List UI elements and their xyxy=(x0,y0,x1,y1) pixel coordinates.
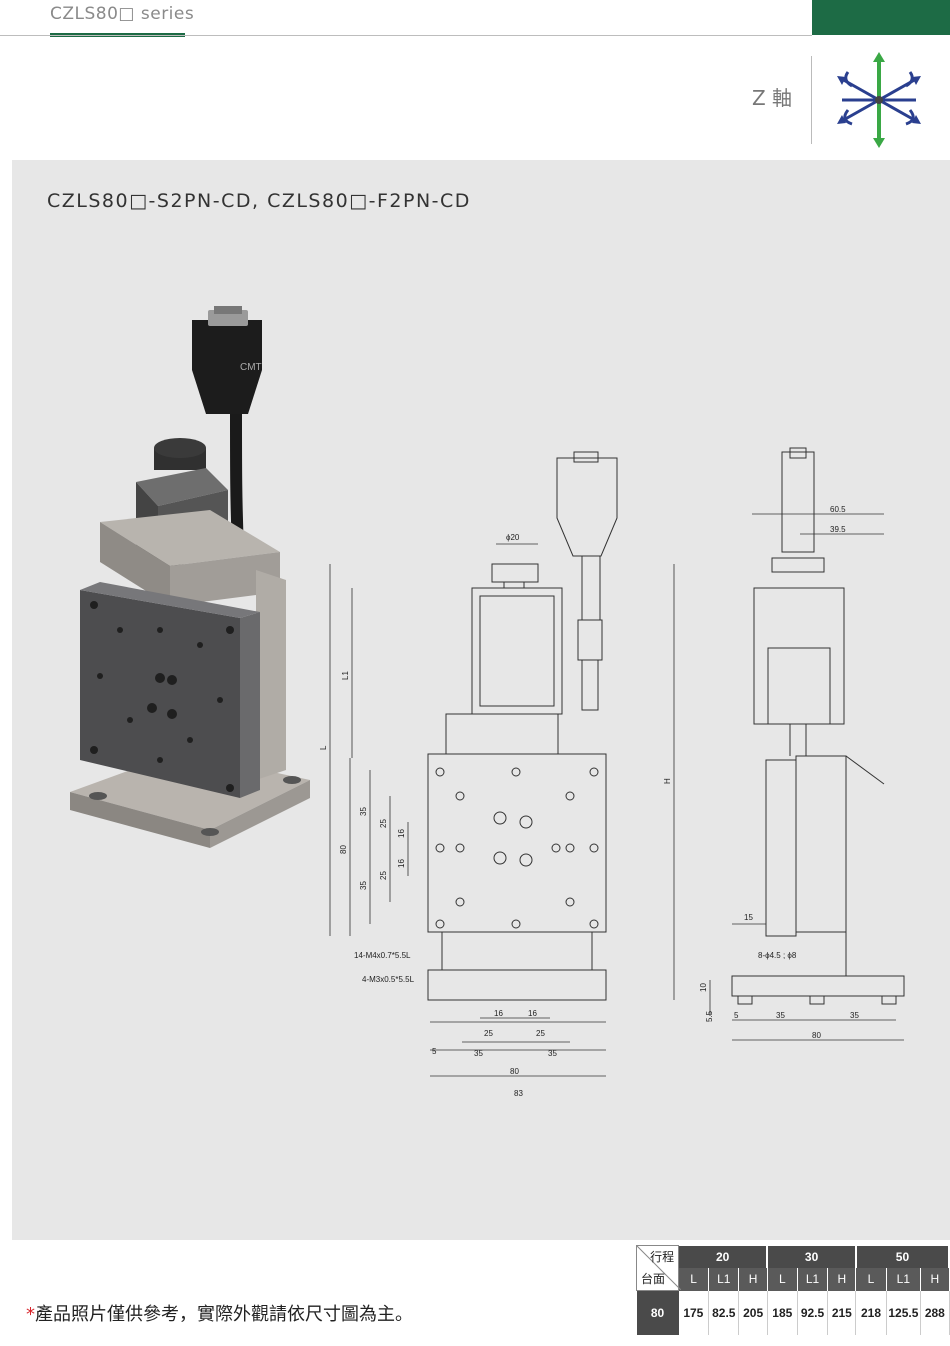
dim-bottom-83: 83 xyxy=(514,1089,523,1098)
dim-bottom-5: 5 xyxy=(432,1047,437,1056)
stroke-label: 行程 xyxy=(650,1250,675,1264)
dim-35-upper: 35 xyxy=(359,807,368,816)
stroke-header-20: 20 xyxy=(678,1245,769,1268)
spec-table: 行程 台面 20 30 50 L L1 H L L1 H L L1 H 80 1… xyxy=(635,1245,950,1335)
val-30-H: 215 xyxy=(827,1290,857,1335)
val-20-L1: 82.5 xyxy=(708,1290,740,1335)
model-title: CZLS80□-S2PN-CD, CZLS80□-F2PN-CD xyxy=(47,190,471,212)
dim-side-35b: 35 xyxy=(850,1011,859,1020)
dim-side-35a: 35 xyxy=(776,1011,785,1020)
col-L1-30: L1 xyxy=(797,1268,829,1291)
dim-phi20: ϕ20 xyxy=(506,533,520,542)
dim-16-lower: 16 xyxy=(397,859,406,868)
axis-divider xyxy=(811,56,812,144)
dim-35-lower: 35 xyxy=(359,881,368,890)
dim-side-10: 10 xyxy=(699,983,708,992)
technical-drawing: ϕ20 L L1 80 35 35 25 25 16 16 14-M4x0.7*… xyxy=(320,447,905,1098)
dim-bottom-35b: 35 xyxy=(548,1049,557,1058)
photo-disclaimer: *產品照片僅供參考，實際外觀請依尺寸圖為主。 xyxy=(26,1300,413,1326)
dim-bottom-25b: 25 xyxy=(536,1029,545,1038)
dim-side-15: 15 xyxy=(744,913,753,922)
dim-25-upper: 25 xyxy=(379,819,388,828)
svg-text:CMT: CMT xyxy=(240,362,262,373)
col-L1-50: L1 xyxy=(886,1268,922,1291)
dim-H: H xyxy=(663,778,672,784)
val-50-L1: 125.5 xyxy=(886,1290,922,1335)
col-H-30: H xyxy=(827,1268,857,1291)
footnote-star: * xyxy=(26,1304,35,1325)
callout-holes: 8-ϕ4.5 ; ϕ8 xyxy=(758,951,797,960)
series-title: CZLS80□ series xyxy=(50,4,195,24)
val-30-L1: 92.5 xyxy=(797,1290,829,1335)
footnote-text: 產品照片僅供參考，實際外觀請依尺寸圖為主。 xyxy=(35,1304,413,1325)
stroke-header-50: 50 xyxy=(855,1245,950,1268)
header-accent-bar xyxy=(812,0,950,35)
col-H-50: H xyxy=(920,1268,950,1291)
val-20-L: 175 xyxy=(678,1290,710,1335)
col-L-50: L xyxy=(855,1268,887,1291)
dim-side-80: 80 xyxy=(812,1031,821,1040)
dim-16-upper: 16 xyxy=(397,829,406,838)
dim-side-60-5: 60.5 xyxy=(830,505,846,514)
dim-bottom-35a: 35 xyxy=(474,1049,483,1058)
table-corner-cell: 行程 台面 xyxy=(635,1245,681,1291)
callout-m4: 14-M4x0.7*5.5L xyxy=(354,951,411,960)
header-rule xyxy=(0,35,812,36)
val-20-H: 205 xyxy=(738,1290,768,1335)
xyz-axis-rotation-icon xyxy=(837,52,921,148)
dim-25-lower: 25 xyxy=(379,871,388,880)
size-label: 台面 xyxy=(641,1272,666,1286)
val-30-L: 185 xyxy=(767,1290,798,1335)
axis-label: Z 軸 xyxy=(752,86,793,110)
dim-side-39-5: 39.5 xyxy=(830,525,846,534)
dim-bottom-25a: 25 xyxy=(484,1029,493,1038)
val-50-H: 288 xyxy=(920,1290,950,1335)
dim-side-5-5: 5.5 xyxy=(705,1010,714,1022)
product-photo: CMT xyxy=(70,306,310,848)
val-50-L: 218 xyxy=(855,1290,887,1335)
dim-bottom-80: 80 xyxy=(510,1067,519,1076)
stroke-header-30: 30 xyxy=(767,1245,857,1268)
dim-L1: L1 xyxy=(341,671,350,680)
dim-80-vertical: 80 xyxy=(339,845,348,854)
dim-bottom-16a: 16 xyxy=(494,1009,503,1018)
dim-L: L xyxy=(320,745,328,750)
col-L1-20: L1 xyxy=(708,1268,740,1291)
col-L-20: L xyxy=(678,1268,710,1291)
dim-side-5: 5 xyxy=(734,1011,739,1020)
callout-m3: 4-M3x0.5*5.5L xyxy=(362,975,415,984)
col-H-20: H xyxy=(738,1268,768,1291)
col-L-30: L xyxy=(767,1268,798,1291)
table-row: 80 175 82.5 205 185 92.5 215 218 125.5 2… xyxy=(636,1290,950,1335)
dim-bottom-16b: 16 xyxy=(528,1009,537,1018)
size-80: 80 xyxy=(636,1290,679,1335)
